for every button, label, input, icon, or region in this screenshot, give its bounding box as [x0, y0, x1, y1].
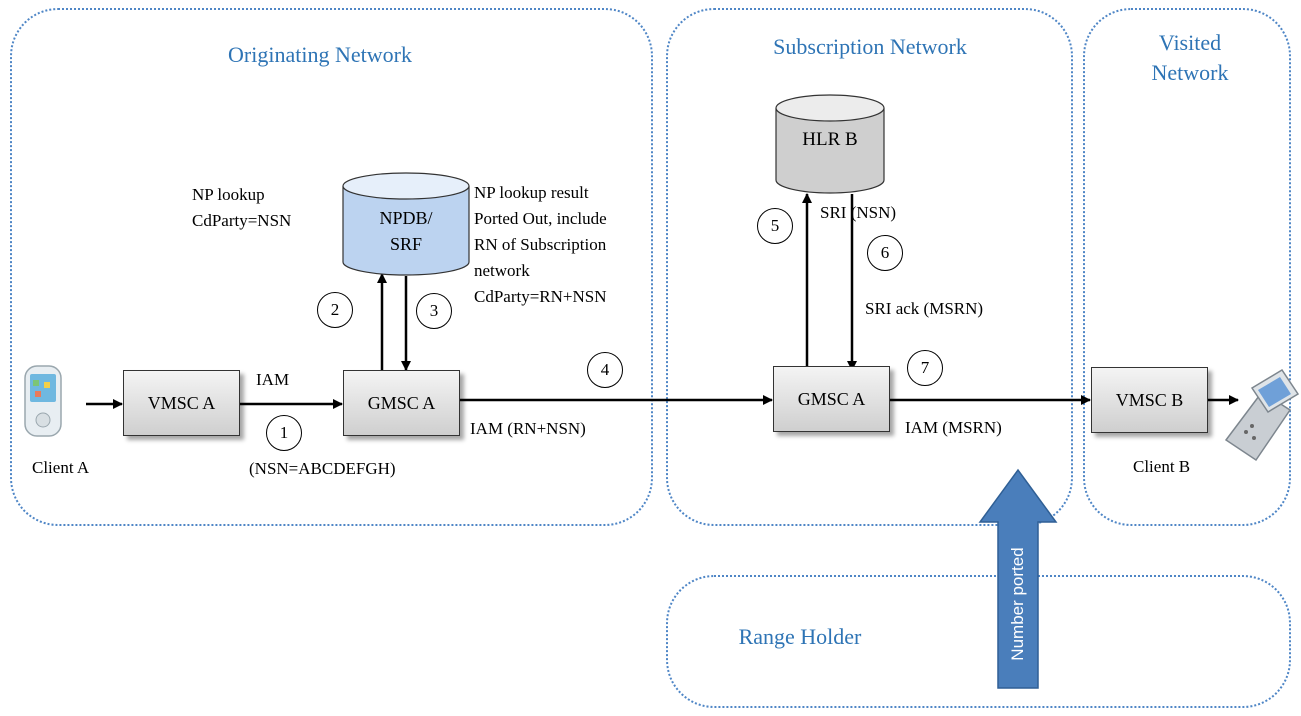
npdb-label-line1: NPDB/ — [379, 208, 433, 228]
gmsc-a-sub-box: GMSC A — [773, 366, 890, 432]
client-a-label: Client A — [32, 458, 90, 477]
iam-rn-nsn-label: IAM (RN+NSN) — [470, 419, 586, 438]
np-result-line4: network — [474, 261, 530, 280]
client-a-phone-icon — [24, 365, 62, 437]
hlr-cylinder — [775, 94, 885, 194]
step-3: 3 — [416, 293, 452, 329]
step-1: 1 — [266, 415, 302, 451]
client-b-label: Client B — [1133, 457, 1191, 476]
iam-label: IAM — [256, 370, 290, 389]
step-5: 5 — [757, 208, 793, 244]
subscription-network-region — [666, 8, 1073, 526]
npdb-label-line2: SRF — [389, 234, 423, 254]
originating-network-region — [10, 8, 653, 526]
vmsc-b-box: VMSC B — [1091, 367, 1208, 433]
step-7: 7 — [907, 350, 943, 386]
hlr-label: HLR B — [802, 129, 858, 150]
np-result-line3: RN of Subscription — [474, 235, 607, 254]
iam-msrn-label: IAM (MSRN) — [905, 418, 1002, 437]
subscription-network-title: Subscription Network — [773, 34, 967, 59]
np-lookup-label: NP lookup CdParty=NSN — [192, 182, 291, 234]
np-result-line5: CdParty=RN+NSN — [474, 287, 607, 306]
sri-nsn-label: SRI (NSN) — [820, 203, 897, 222]
number-ported-arrow — [978, 468, 1058, 689]
range-holder-region — [666, 575, 1291, 708]
np-result-label: NP lookup result Ported Out, include RN … — [474, 180, 607, 310]
client-b-phone-icon — [1224, 368, 1300, 462]
originating-network-title: Originating Network — [228, 42, 412, 67]
visited-network-title: Visited Network — [1151, 30, 1229, 85]
visited-network-region — [1083, 8, 1291, 526]
sri-ack-label: SRI ack (MSRN) — [865, 299, 984, 318]
npdb-label: NPDB/ SRF — [343, 205, 469, 257]
np-result-line1: NP lookup result — [474, 183, 589, 202]
np-lookup-line1: NP lookup — [192, 185, 265, 204]
nsn-label: (NSN=ABCDEFGH) — [249, 459, 396, 478]
step-6: 6 — [867, 235, 903, 271]
step-2: 2 — [317, 292, 353, 328]
range-holder-title: Range Holder — [738, 624, 862, 649]
np-result-line2: Ported Out, include — [474, 209, 607, 228]
number-ported-label: Number ported — [1008, 547, 1027, 661]
gmsc-a-orig-box: GMSC A — [343, 370, 460, 436]
step-4: 4 — [587, 352, 623, 388]
vmsc-a-box: VMSC A — [123, 370, 240, 436]
npdb-cylinder — [342, 172, 470, 276]
np-lookup-line2: CdParty=NSN — [192, 211, 292, 230]
